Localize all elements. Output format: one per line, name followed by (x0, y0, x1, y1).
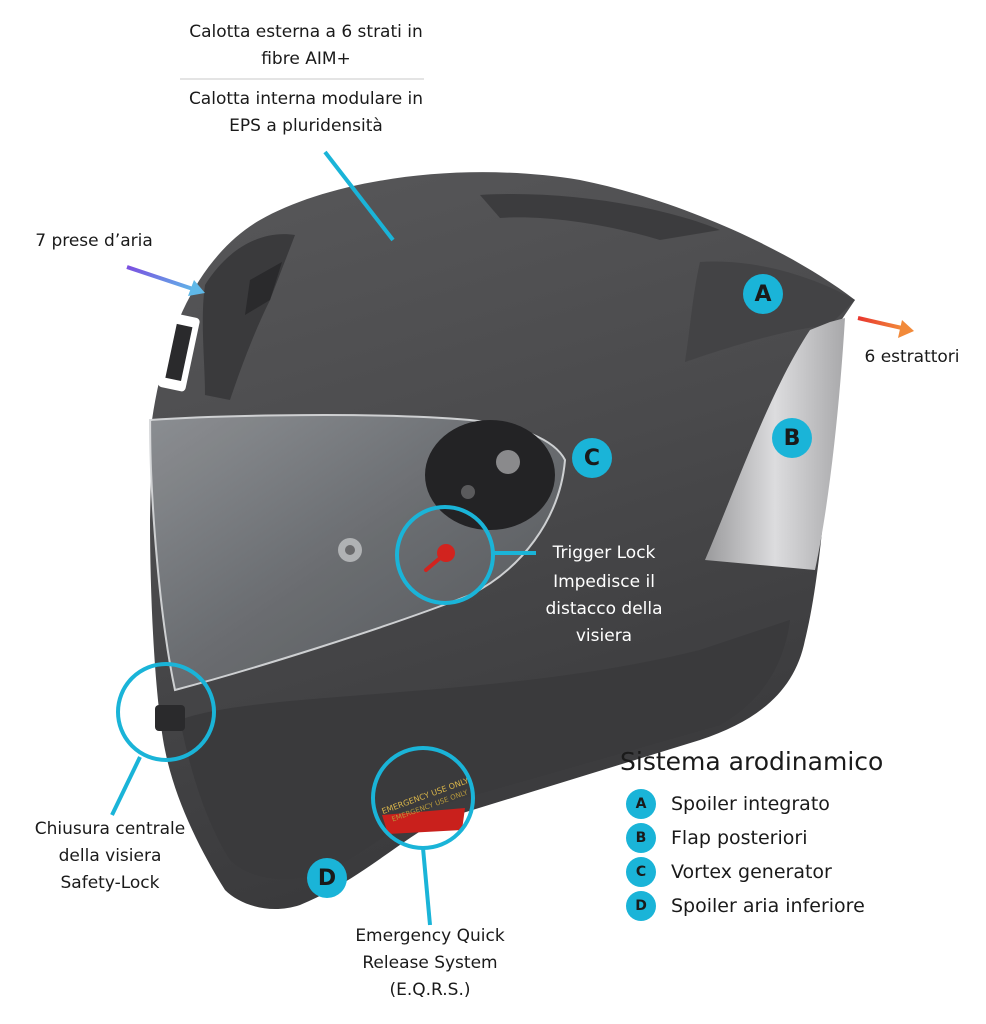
top-vent (480, 194, 720, 240)
eqrs-label: Emergency Quick Release System (E.Q.R.S.… (330, 923, 530, 1004)
eqrs-leader (421, 847, 432, 926)
trigger-lock-desc-line-2: distacco della (545, 599, 663, 619)
safety-lock-line-2: della visiera (58, 846, 162, 866)
badge-a: A (743, 274, 783, 314)
eqrs-line-2: Release System (362, 953, 498, 973)
air-intake-arrow (126, 265, 197, 292)
trigger-lock-desc-line-3: visiera (575, 626, 633, 646)
safety-lock-clip (155, 705, 185, 731)
legend-label: Spoiler integrato (671, 793, 830, 815)
helmet-lower-trim (180, 620, 790, 879)
inner-shell-label: Calotta interna modulare in EPS a plurid… (150, 86, 462, 140)
trigger-lock-desc: Impedisce il distacco della visiera (530, 569, 678, 650)
badge-d: D (307, 858, 347, 898)
safety-lock-line-1: Chiusura centrale (34, 819, 186, 839)
inner-shell-line-2: EPS a pluridensità (229, 116, 383, 136)
safety-lock-label: Chiusura centrale della visiera Safety-L… (12, 816, 208, 897)
safety-lock-line-3: Safety-Lock (60, 873, 160, 893)
legend-item: B Flap posteriori (626, 823, 807, 853)
air-intakes-label: 7 prese d’aria (35, 231, 153, 251)
eqrs-line-3: (E.Q.R.S.) (389, 980, 471, 1000)
legend-badge: C (626, 857, 656, 887)
visor-mechanism (425, 420, 555, 530)
legend-badge: D (626, 891, 656, 921)
badge-b: B (772, 418, 812, 458)
outer-shell-line-1: Calotta esterna a 6 strati in (189, 22, 423, 42)
extractors-label: 6 estrattori (864, 347, 960, 367)
inner-shell-line-1: Calotta interna modulare in (188, 89, 424, 109)
eqrs-tab (382, 808, 465, 834)
legend-label: Vortex generator (671, 861, 832, 883)
legend-title: Sistema arodinamico (620, 747, 884, 776)
badge-c: C (572, 438, 612, 478)
shell-leader (323, 150, 395, 242)
legend-item: D Spoiler aria inferiore (626, 891, 865, 921)
trigger-lock-desc-line-1: Impedisce il (553, 572, 655, 592)
legend-label: Spoiler aria inferiore (671, 895, 865, 917)
safety-leader (110, 756, 142, 816)
legend-badge: B (626, 823, 656, 853)
outer-shell-label: Calotta esterna a 6 strati in fibre AIM+ (160, 19, 452, 73)
legend-badge: A (626, 789, 656, 819)
safety-lock-ring (116, 662, 216, 762)
outer-shell-line-2: fibre AIM+ (261, 49, 351, 69)
eqrs-line-1: Emergency Quick (355, 926, 505, 946)
trigger-lock-title: Trigger Lock (552, 543, 656, 563)
extractor-arrow (857, 316, 903, 330)
legend-label: Flap posteriori (671, 827, 808, 849)
legend-item: C Vortex generator (626, 857, 832, 887)
legend-item: A Spoiler integrato (626, 789, 830, 819)
